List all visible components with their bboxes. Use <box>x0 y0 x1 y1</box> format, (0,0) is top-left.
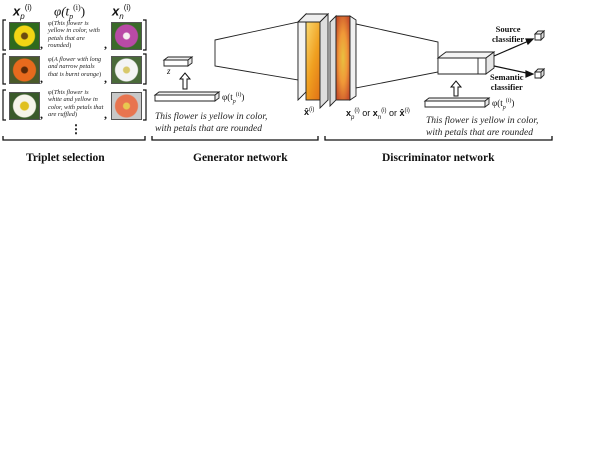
disc-feature-side <box>485 51 495 75</box>
comma: , <box>40 37 43 51</box>
disc-phi-label: φ(tp(i)) <box>492 98 515 111</box>
positive-flower-image <box>9 56 40 84</box>
bracket-right <box>143 89 147 121</box>
bracket-right <box>143 19 147 51</box>
comma: , <box>40 71 43 85</box>
disc-text-embedding <box>424 100 486 108</box>
triplet-brackets <box>2 19 147 121</box>
generator-section-bracket <box>151 136 319 141</box>
negative-flower-image <box>111 92 142 120</box>
gen-caption: This flower is yellow in color, with pet… <box>155 112 268 134</box>
triplet-text-2: φ(A flower with long and narrow petals t… <box>48 56 102 78</box>
semantic-output-cube <box>534 71 542 79</box>
z-label: z <box>167 66 171 76</box>
generated-image-label: x̂(i) <box>304 107 315 117</box>
comma: , <box>104 107 107 121</box>
comma: , <box>104 71 107 85</box>
source-arrowhead <box>525 38 535 46</box>
header-xn: xn(i) <box>112 3 131 21</box>
up-arrow-discriminator <box>449 80 463 97</box>
semantic-arrowhead <box>525 70 535 78</box>
up-arrow-generator <box>178 72 192 90</box>
disc-input-image <box>335 15 351 101</box>
disc-image-left <box>329 14 337 108</box>
triplet-text-1: φ(This flower is yellow in color, with p… <box>48 20 100 50</box>
generator-section-label: Generator network <box>193 152 288 164</box>
discriminator-section-bracket <box>324 136 553 141</box>
ellipsis: ⋮ <box>70 122 82 136</box>
triplet-text-3: φ(This flower is white and yellow in col… <box>48 89 104 119</box>
gen-text-embedding <box>154 94 216 102</box>
disc-input-labels: xp(i) or xn(i) or x̂(i) <box>346 108 410 121</box>
header-phi: φ(tp(i)) <box>54 3 86 21</box>
source-classifier-label: Source classifier <box>492 24 525 44</box>
positive-flower-image <box>9 22 40 50</box>
disc-caption: This flower is yellow in color, with pet… <box>426 116 539 138</box>
gen-phi-label: φ(tp(i)) <box>222 92 245 105</box>
negative-flower-image <box>111 56 142 84</box>
source-output-cube <box>534 33 542 41</box>
comma: , <box>40 107 43 121</box>
generated-image-right <box>319 12 329 110</box>
bracket-left <box>2 89 6 121</box>
triplet-section-label: Triplet selection <box>26 152 105 164</box>
generator-trapezoid <box>214 21 299 81</box>
bracket-right <box>143 53 147 85</box>
disc-image-right <box>349 15 357 101</box>
discriminator-section-label: Discriminator network <box>382 152 495 164</box>
discriminator-trapezoid <box>355 23 439 89</box>
comma: , <box>104 37 107 51</box>
header-xp: xp(i) <box>13 3 32 21</box>
disc-feature-top <box>436 51 496 59</box>
triplet-section-bracket <box>2 136 146 141</box>
disc-feature-block <box>437 57 487 75</box>
bracket-left <box>2 53 6 85</box>
negative-flower-image <box>111 22 142 50</box>
generator-image-side <box>297 12 307 102</box>
bracket-left <box>2 19 6 51</box>
semantic-classifier-label: Semantic classifier <box>490 72 524 92</box>
network-diagram <box>2 12 553 141</box>
positive-flower-image <box>9 92 40 120</box>
